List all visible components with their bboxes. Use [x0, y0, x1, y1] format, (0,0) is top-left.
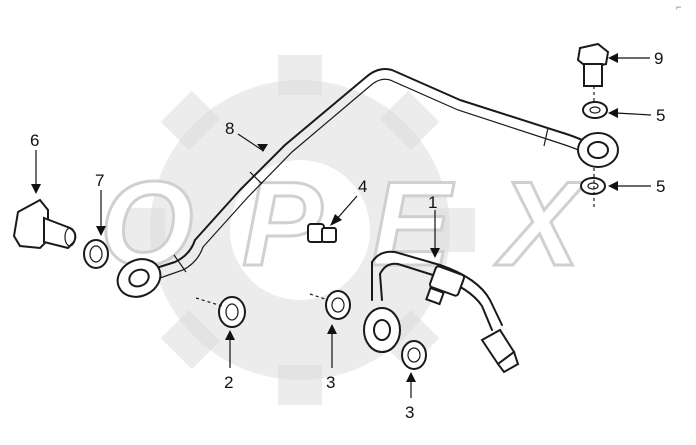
part-1-oil-tube — [363, 250, 520, 374]
part-4-fitting — [307, 223, 337, 243]
part-5-washer-a — [582, 101, 608, 119]
callout-4: 4 — [358, 177, 367, 196]
part-2-washer — [218, 296, 246, 328]
callout-2: 2 — [224, 373, 233, 392]
callout-3-b: 3 — [405, 403, 414, 422]
part-6-fitting — [12, 198, 77, 250]
corner-mark: ⌐ — [676, 2, 681, 12]
callout-leaders — [31, 53, 652, 398]
callout-9: 9 — [654, 49, 663, 68]
assembly-lines — [195, 86, 595, 307]
part-8-oil-tube — [149, 68, 593, 279]
callout-3-a: 3 — [326, 373, 335, 392]
callout-6: 6 — [30, 131, 39, 150]
callout-1: 1 — [428, 193, 437, 212]
callout-5-a: 5 — [656, 106, 665, 125]
callout-5-b: 5 — [656, 177, 665, 196]
callout-7: 7 — [95, 171, 104, 190]
part-3-washer-b — [401, 340, 427, 370]
callout-labels: 1 2 3 3 4 5 5 6 7 8 9 — [30, 49, 665, 422]
part-7-washer — [83, 239, 109, 269]
part-8-banjo-right — [577, 132, 619, 168]
part-3-washer-a — [325, 290, 351, 320]
callout-8: 8 — [225, 119, 234, 138]
part-5-washer-b — [580, 177, 606, 195]
part-9-bolt — [576, 42, 610, 87]
part-8-banjo-left — [116, 258, 162, 298]
